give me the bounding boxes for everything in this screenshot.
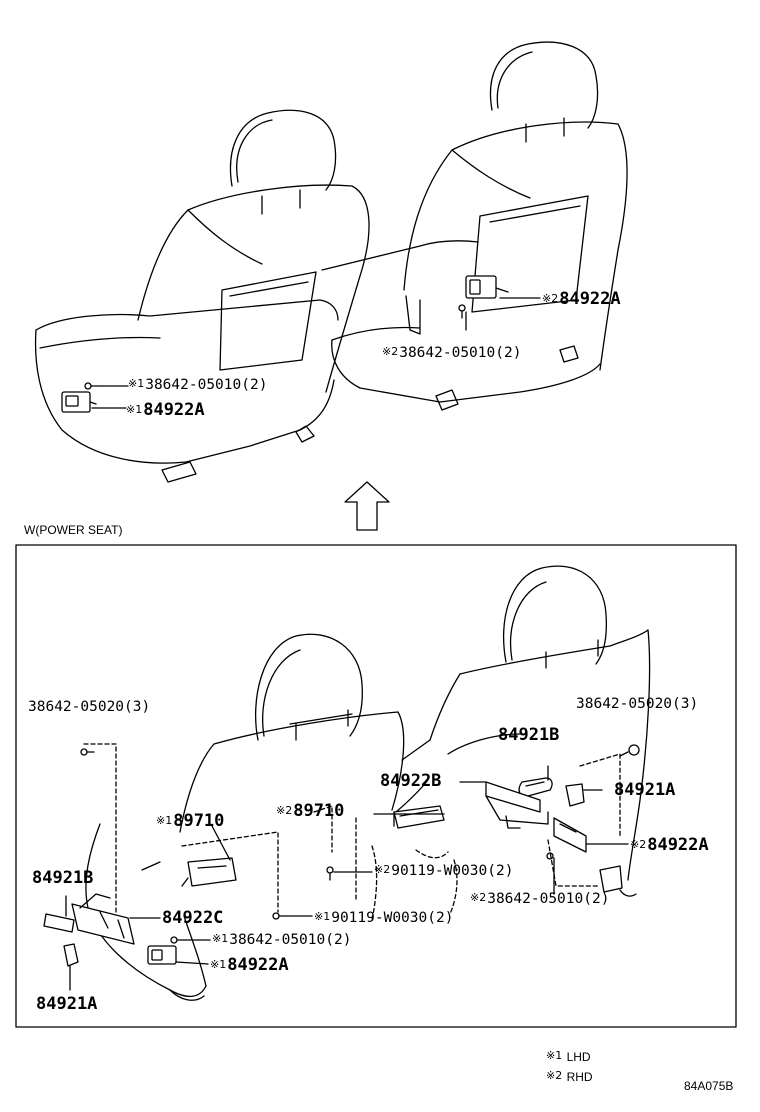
part-84922A-lower-right [553,817,587,853]
label-90119-W0030-lhd: ※190119-W0030(2) [314,910,454,926]
screw-38642-05020-left [80,748,95,756]
upper-left-seat [34,109,370,483]
part-84921A-right [565,783,585,807]
label-84922B: 84922B [380,771,442,791]
label-38642-05010-lhd-lower: ※138642-05010(2) [212,932,352,948]
upper-screw-right [458,304,466,319]
label-84921A-left: 84921A [36,994,98,1014]
upper-screw-left [84,382,99,390]
label-84921A-right: 84921A [614,780,676,800]
part-84922C [71,893,135,945]
label-84922A-lhd-lower: ※184922A [210,955,289,975]
label-38642-05020-right: 38642-05020(3) [576,696,699,712]
label-upper-38642-05010-rhd: ※238642-05010(2) [382,345,522,361]
legend-lhd: ※1 LHD [546,1049,591,1064]
upper-switch-part-left [61,391,97,413]
lower-right-seat [395,565,651,897]
screw-90119-W0030-left [272,912,287,920]
label-38642-05020-left: 38642-05020(3) [28,699,151,715]
screw-38642-05010-left [170,936,185,944]
upper-switch-part-right [465,275,509,299]
up-arrow-icon [344,481,390,531]
part-84921B-left [43,913,75,933]
lower-left-seat [85,633,405,1001]
part-89710-left [181,857,237,887]
screw-38642-05020-right [619,744,640,757]
label-84922A-rhd-lower: ※284922A [630,835,709,855]
part-89710-right [393,805,445,829]
section-title: W(POWER SEAT) [24,523,123,537]
label-upper-84922A-rhd: ※284922A [542,289,621,309]
part-84922A-lower-left [147,945,177,965]
label-84922C: 84922C [162,908,224,928]
label-84921B-left: 84921B [32,868,94,888]
screw-38642-05010-right [546,852,554,860]
part-84921A-left [63,943,79,967]
part-84922B [485,781,549,829]
label-89710-rhd: ※289710 [276,801,345,821]
figure-code: 84A075B [684,1079,734,1093]
power-seat-frame [15,544,737,1028]
label-90119-W0030-rhd: ※290119-W0030(2) [374,863,514,879]
label-38642-05010-rhd-lower: ※238642-05010(2) [470,891,610,907]
part-84921B-right [518,777,553,797]
label-upper-38642-05010-lhd: ※138642-05010(2) [128,377,268,393]
label-84921B-right: 84921B [498,725,560,745]
upper-right-seat [321,41,628,411]
screw-90119-W0030-right [326,866,334,881]
label-upper-84922A-lhd: ※184922A [126,400,205,420]
legend-rhd: ※2 RHD [546,1069,593,1084]
label-89710-lhd: ※189710 [156,811,225,831]
